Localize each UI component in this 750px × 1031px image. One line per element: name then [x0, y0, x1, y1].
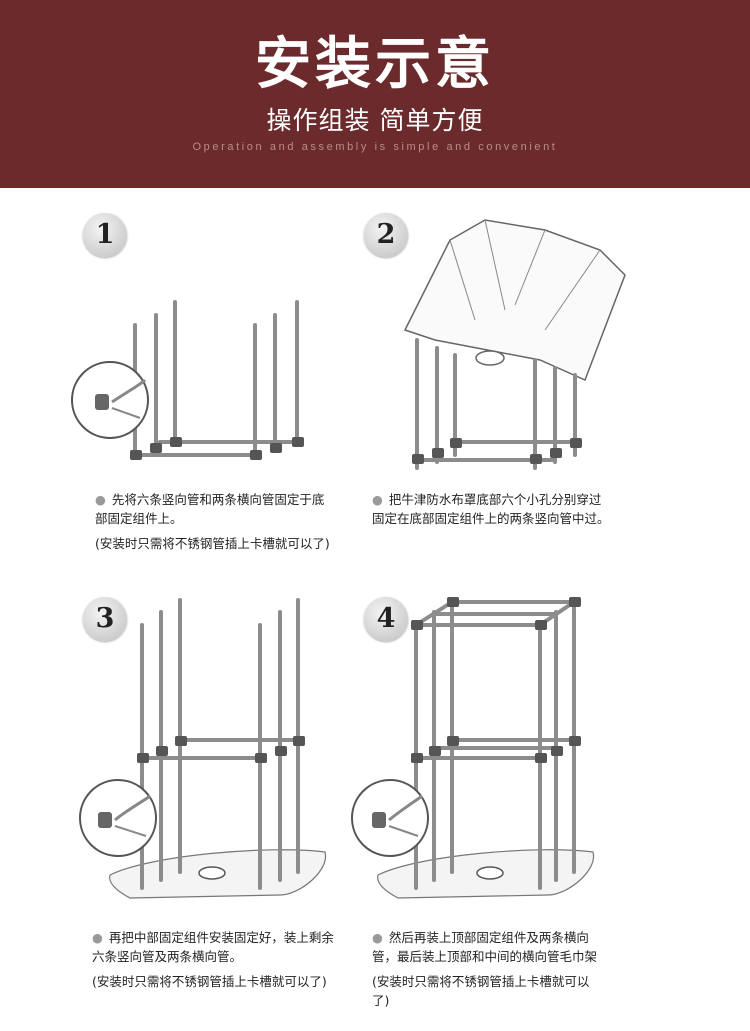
page-tagline: Operation and assembly is simple and con… — [192, 141, 558, 153]
step-4-note: (安装时只需将不锈钢管插上卡槽就可以了) — [372, 974, 590, 1008]
step-number-badge: 2 — [364, 213, 408, 257]
step-4-description: ●然后再装上顶部固定组件及两条横向管，最后装上顶部和中间的横向管毛巾架 (安装时… — [372, 930, 598, 1008]
step-3-illustration — [79, 598, 327, 899]
step-number-badge: 3 — [83, 597, 127, 641]
step-4-illustration — [351, 597, 595, 899]
step-1-note: (安装时只需将不锈钢管插上卡槽就可以了) — [95, 536, 330, 551]
step-2-text: 把牛津防水布罩底部六个小孔分别穿过固定在底部固定组件上的两条竖向管中过。 — [372, 492, 610, 526]
step-3-description: ●再把中部固定组件安装固定好，装上剩余六条竖向管及两条横向管。 (安装时只需将不… — [92, 930, 334, 989]
page-subtitle: 操作组装 简单方便 — [266, 106, 484, 135]
step-1-description: ●先将六条竖向管和两条横向管固定于底部固定组件上。 (安装时只需将不锈钢管插上卡… — [95, 490, 335, 553]
step-4-text: 然后再装上顶部固定组件及两条横向管，最后装上顶部和中间的横向管毛巾架 — [372, 930, 598, 964]
header-banner: 安装示意 操作组装 简单方便 Operation and assembly is… — [0, 0, 750, 188]
step-3-text: 再把中部固定组件安装固定好，装上剩余六条竖向管及两条横向管。 — [92, 930, 334, 964]
step-1-illustration — [71, 300, 304, 460]
page-title: 安装示意 — [255, 32, 495, 97]
step-number-badge: 1 — [83, 213, 127, 257]
step-1-text: 先将六条竖向管和两条横向管固定于底部固定组件上。 — [95, 492, 325, 526]
step-number-badge: 4 — [364, 597, 408, 641]
step-2-illustration — [403, 219, 626, 470]
step-3-note: (安装时只需将不锈钢管插上卡槽就可以了) — [92, 974, 327, 989]
step-2-description: ●把牛津防水布罩底部六个小孔分别穿过固定在底部固定组件上的两条竖向管中过。 — [372, 492, 610, 526]
